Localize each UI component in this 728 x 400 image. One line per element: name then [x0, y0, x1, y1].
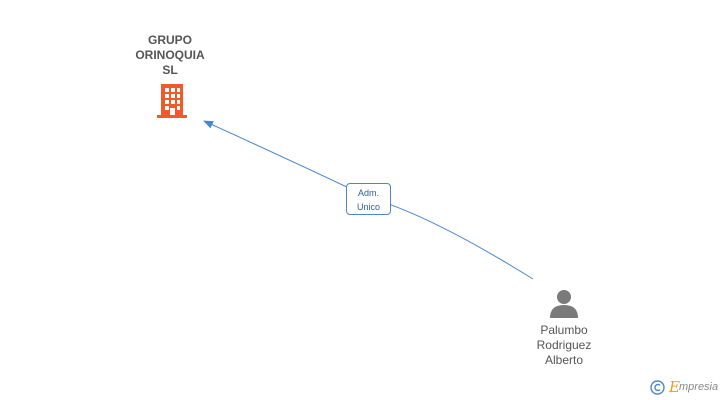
- brand-initial: E: [669, 378, 680, 396]
- brand-name: mpresia: [679, 381, 719, 393]
- building-icon[interactable]: [156, 84, 188, 118]
- person-icon[interactable]: [549, 288, 579, 318]
- copyright-icon: [650, 380, 665, 395]
- person-name[interactable]: Palumbo Rodriguez Alberto: [536, 323, 592, 367]
- company-name[interactable]: GRUPO ORINOQUIA SL: [135, 33, 205, 77]
- relation-label[interactable]: Adm. Unico: [346, 183, 391, 215]
- empresia-watermark[interactable]: E mpresia: [650, 378, 726, 397]
